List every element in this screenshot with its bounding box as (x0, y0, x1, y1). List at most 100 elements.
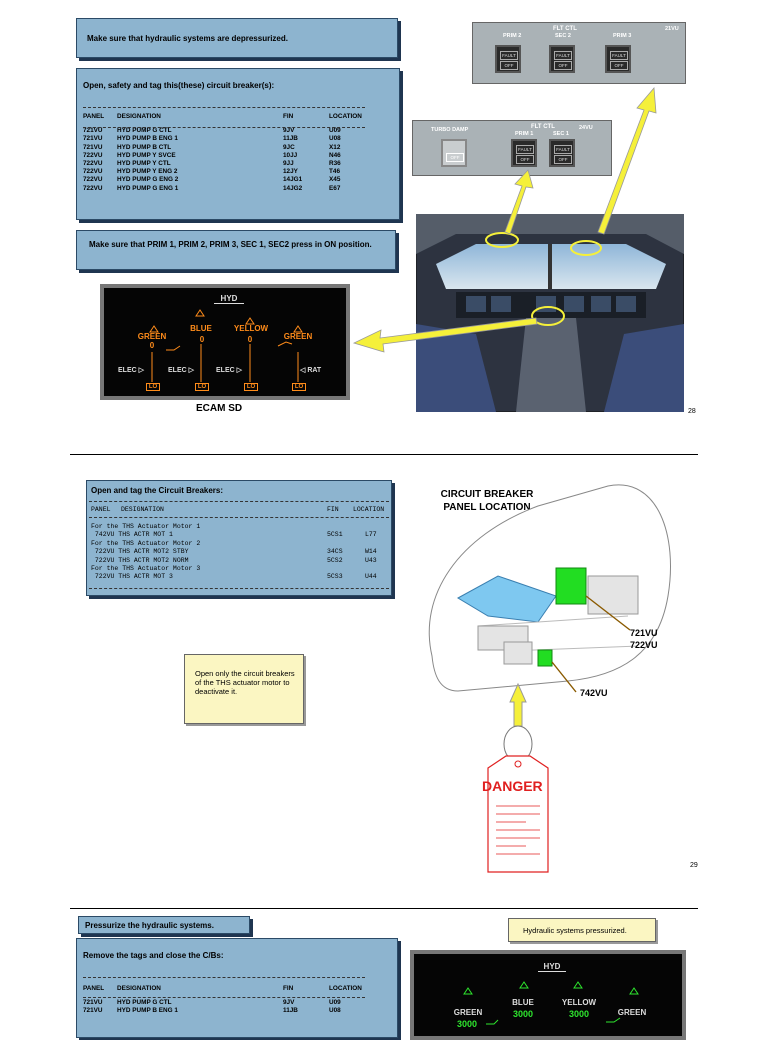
cell-fin: 14JG1 (283, 176, 303, 184)
cb-diagram-title: CIRCUIT BREAKER PANEL LOCATION (440, 489, 534, 513)
cell-location: U09 (329, 999, 341, 1007)
cell-panel: 722VU (83, 168, 103, 176)
ecam-val-blue: 0 (199, 335, 205, 344)
cell-location: R36 (329, 159, 341, 167)
cell-designation: HYD PUMP B ENG 1 (117, 1007, 178, 1015)
ths-cb-table-box: Open and tag the Circuit Breakers: PANEL… (86, 480, 392, 596)
depressurize-instruction: Make sure that hydraulic systems are dep… (76, 18, 398, 58)
cell-panel: 721VU (83, 999, 103, 1007)
panel-mid-title: FLT CTL (531, 124, 555, 130)
ecam2-sys-yellow: YELLOW (561, 998, 597, 1007)
table-row: 722VU HYD PUMP Y ENG 2 12JY T46 (83, 168, 383, 176)
panel-top-vu: 21VU (665, 26, 679, 32)
ecam-lo-3: LO (244, 383, 258, 391)
ecam-caption: ECAM SD (196, 403, 243, 414)
ecam-hyd-schematic (149, 309, 303, 382)
arrows-page1 (352, 87, 657, 353)
cell-fin: 9JV (283, 127, 295, 135)
panel-top-label-3: PRIM 3 (613, 33, 632, 39)
ecam-val-yellow: 0 (247, 335, 253, 344)
ecam-elec-1: ELEC ▷ (118, 367, 144, 374)
cell-designation: HYD PUMP G ENG 2 (117, 176, 179, 184)
cell-fin: FIN (283, 985, 294, 992)
cell-designation: HYD PUMP Y SVCE (117, 151, 176, 159)
cell-panel: 722VU (83, 184, 103, 192)
prim-sec-instruction: Make sure that PRIM 1, PRIM 2, PRIM 3, S… (76, 230, 396, 270)
ecam2-val-blue: 3000 (512, 1009, 534, 1019)
cell-panel: 721VU (83, 1007, 103, 1015)
ecam2-val-green: 3000 (456, 1019, 478, 1029)
panel-mid-label-1: PRIM 1 (515, 131, 534, 137)
danger-tag-text: DANGER (482, 778, 543, 794)
panel-top-label-2: SEC 2 (555, 33, 571, 39)
ths-note: Open only the circuit breakers of the TH… (184, 654, 304, 724)
cell-location: LOCATION (329, 985, 362, 992)
ths-note-text: Open only the circuit breakers of the TH… (195, 669, 295, 696)
flt-ctl-panel-mid: TURBO DAMP FLT CTL 24VU PRIM 1 SEC 1 OFF… (412, 120, 612, 176)
panel-mid-label-2: SEC 1 (553, 131, 569, 137)
turbo-damp-pushbutton[interactable]: OFF (441, 139, 467, 167)
ecam-elec-3: ELEC ▷ (216, 367, 242, 374)
cell-designation: DESIGNATION (117, 113, 161, 120)
table-row: For the THS Actuator Motor 3 (91, 564, 201, 572)
panel-mid-damp: TURBO DAMP (431, 127, 469, 133)
cell-panel: 722VU (83, 176, 103, 184)
cell-panel: PANEL (83, 985, 105, 992)
cell-fin: FIN (283, 113, 294, 120)
ecam-elec-2: ELEC ▷ (168, 367, 194, 374)
cell-fin: 11JB (283, 135, 298, 143)
cell-fin: 14JG2 (283, 184, 303, 192)
cell-location: T46 (329, 168, 341, 176)
ths-cb-header: Open and tag the Circuit Breakers: (91, 486, 224, 495)
ecam2-sys-blue: BLUE (512, 998, 534, 1007)
cell-panel: 721VU (83, 127, 103, 135)
ecam-title: HYD (214, 294, 244, 304)
cb-close-header: Remove the tags and close the C/Bs: (83, 951, 224, 960)
cell-fin: 12JY (283, 168, 298, 176)
cell-panel: 722VU (83, 159, 103, 167)
table-row: 721VU HYD PUMP B ENG 1 11JB U08 (83, 135, 383, 143)
cell-panel: PANEL (83, 113, 105, 120)
ecam2-title: HYD (538, 962, 566, 972)
cell-location: X45 (329, 176, 341, 184)
cell-fin: 9JJ (283, 159, 294, 167)
pressurized-note: Hydraulic systems pressurized. (508, 918, 656, 942)
cell-panel: 722VU (83, 151, 103, 159)
ecam-sys-blue: BLUE (190, 324, 212, 333)
cell-location: U08 (329, 1007, 341, 1015)
cell-panel: 721VU (83, 143, 103, 151)
ecam2-val-yellow: 3000 (568, 1009, 590, 1019)
ecam-sys-yellow: YELLOW (233, 324, 269, 333)
cell-designation: HYD PUMP G ENG 1 (117, 184, 179, 192)
cell-fin: 10JJ (283, 151, 298, 159)
cell-panel: 721VU (83, 135, 103, 143)
ecam-rat: ◁ RAT (300, 367, 322, 374)
cell-fin: 9JC (283, 143, 295, 151)
ecam2-sys-green-2: GREEN (617, 1008, 647, 1017)
pressurize-instruction: Pressurize the hydraulic systems. (78, 916, 250, 934)
panel-mid-vu: 24VU (579, 125, 593, 131)
page-number-29: 29 (690, 862, 698, 869)
cell-designation: HYD PUMP G CTL (117, 127, 172, 135)
cb-open-header: Open, safety and tag this(these) circuit… (83, 81, 275, 90)
table-row: 722VU HYD PUMP G ENG 2 14JG1 X45 (83, 176, 383, 184)
cb-open-table-box: Open, safety and tag this(these) circuit… (76, 68, 400, 220)
cell-designation: HYD PUMP Y ENG 2 (117, 168, 178, 176)
cell-location: U08 (329, 135, 341, 143)
ecam2-sys-green: GREEN (453, 1008, 483, 1017)
cell-designation: HYD PUMP B ENG 1 (117, 135, 178, 143)
